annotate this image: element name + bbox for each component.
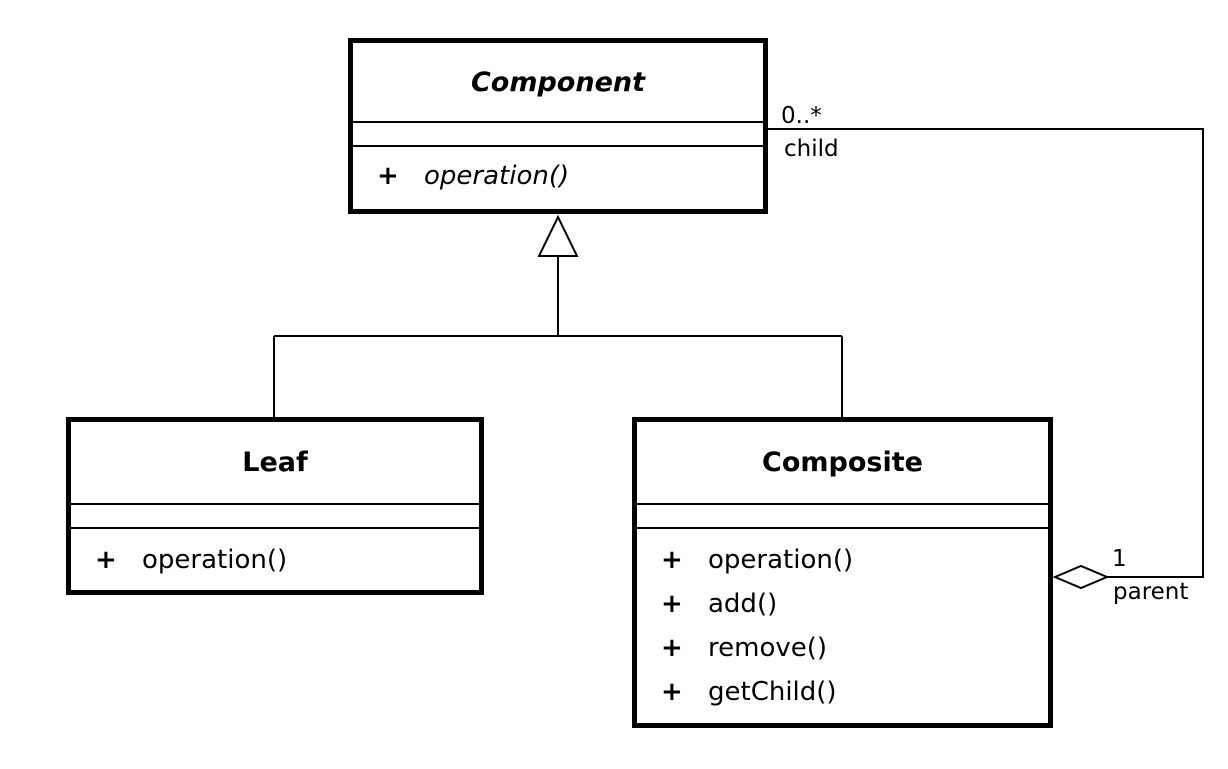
generalization-arrowhead: [537, 214, 579, 257]
operation-row: + add(): [661, 582, 1048, 626]
leaf-attributes-compartment: [71, 505, 479, 529]
component-class: Component + operation(): [348, 38, 768, 214]
visibility-marker: +: [661, 677, 683, 707]
operation-row: + operation(): [377, 154, 763, 198]
operation-name: getChild(): [708, 677, 837, 707]
composite-operations-compartment: + operation() + add() + remove() + getCh…: [637, 529, 1048, 714]
operation-row: + operation(): [95, 538, 479, 582]
composite-class-name: Composite: [637, 422, 1048, 505]
operation-name: remove(): [708, 633, 828, 663]
visibility-marker: +: [661, 633, 683, 663]
composite-class: Composite + operation() + add() + remove…: [632, 417, 1053, 728]
operation-row: + remove(): [661, 626, 1048, 670]
operation-row: + getChild(): [661, 670, 1048, 714]
operation-row: + operation(): [661, 538, 1048, 582]
operation-name: add(): [708, 589, 778, 619]
operation-name: operation(): [708, 545, 854, 575]
operation-name: operation(): [424, 161, 570, 191]
parent-role-label: parent: [1113, 579, 1189, 605]
operation-name: operation(): [142, 545, 288, 575]
visibility-marker: +: [661, 589, 683, 619]
parent-multiplicity-label: 1: [1112, 546, 1127, 572]
aggregation-line: [768, 128, 1204, 578]
leaf-class-name: Leaf: [71, 422, 479, 505]
leaf-class: Leaf + operation(): [66, 417, 484, 595]
visibility-marker: +: [377, 161, 399, 191]
component-operations-compartment: + operation(): [353, 147, 763, 198]
visibility-marker: +: [661, 545, 683, 575]
leaf-operations-compartment: + operation(): [71, 529, 479, 582]
composite-attributes-compartment: [637, 505, 1048, 529]
component-attributes-compartment: [353, 123, 763, 147]
aggregation-diamond: [1052, 564, 1110, 590]
child-role-label: child: [784, 136, 839, 162]
component-class-name: Component: [353, 43, 763, 123]
visibility-marker: +: [95, 545, 117, 575]
child-multiplicity-label: 0..*: [781, 103, 822, 129]
